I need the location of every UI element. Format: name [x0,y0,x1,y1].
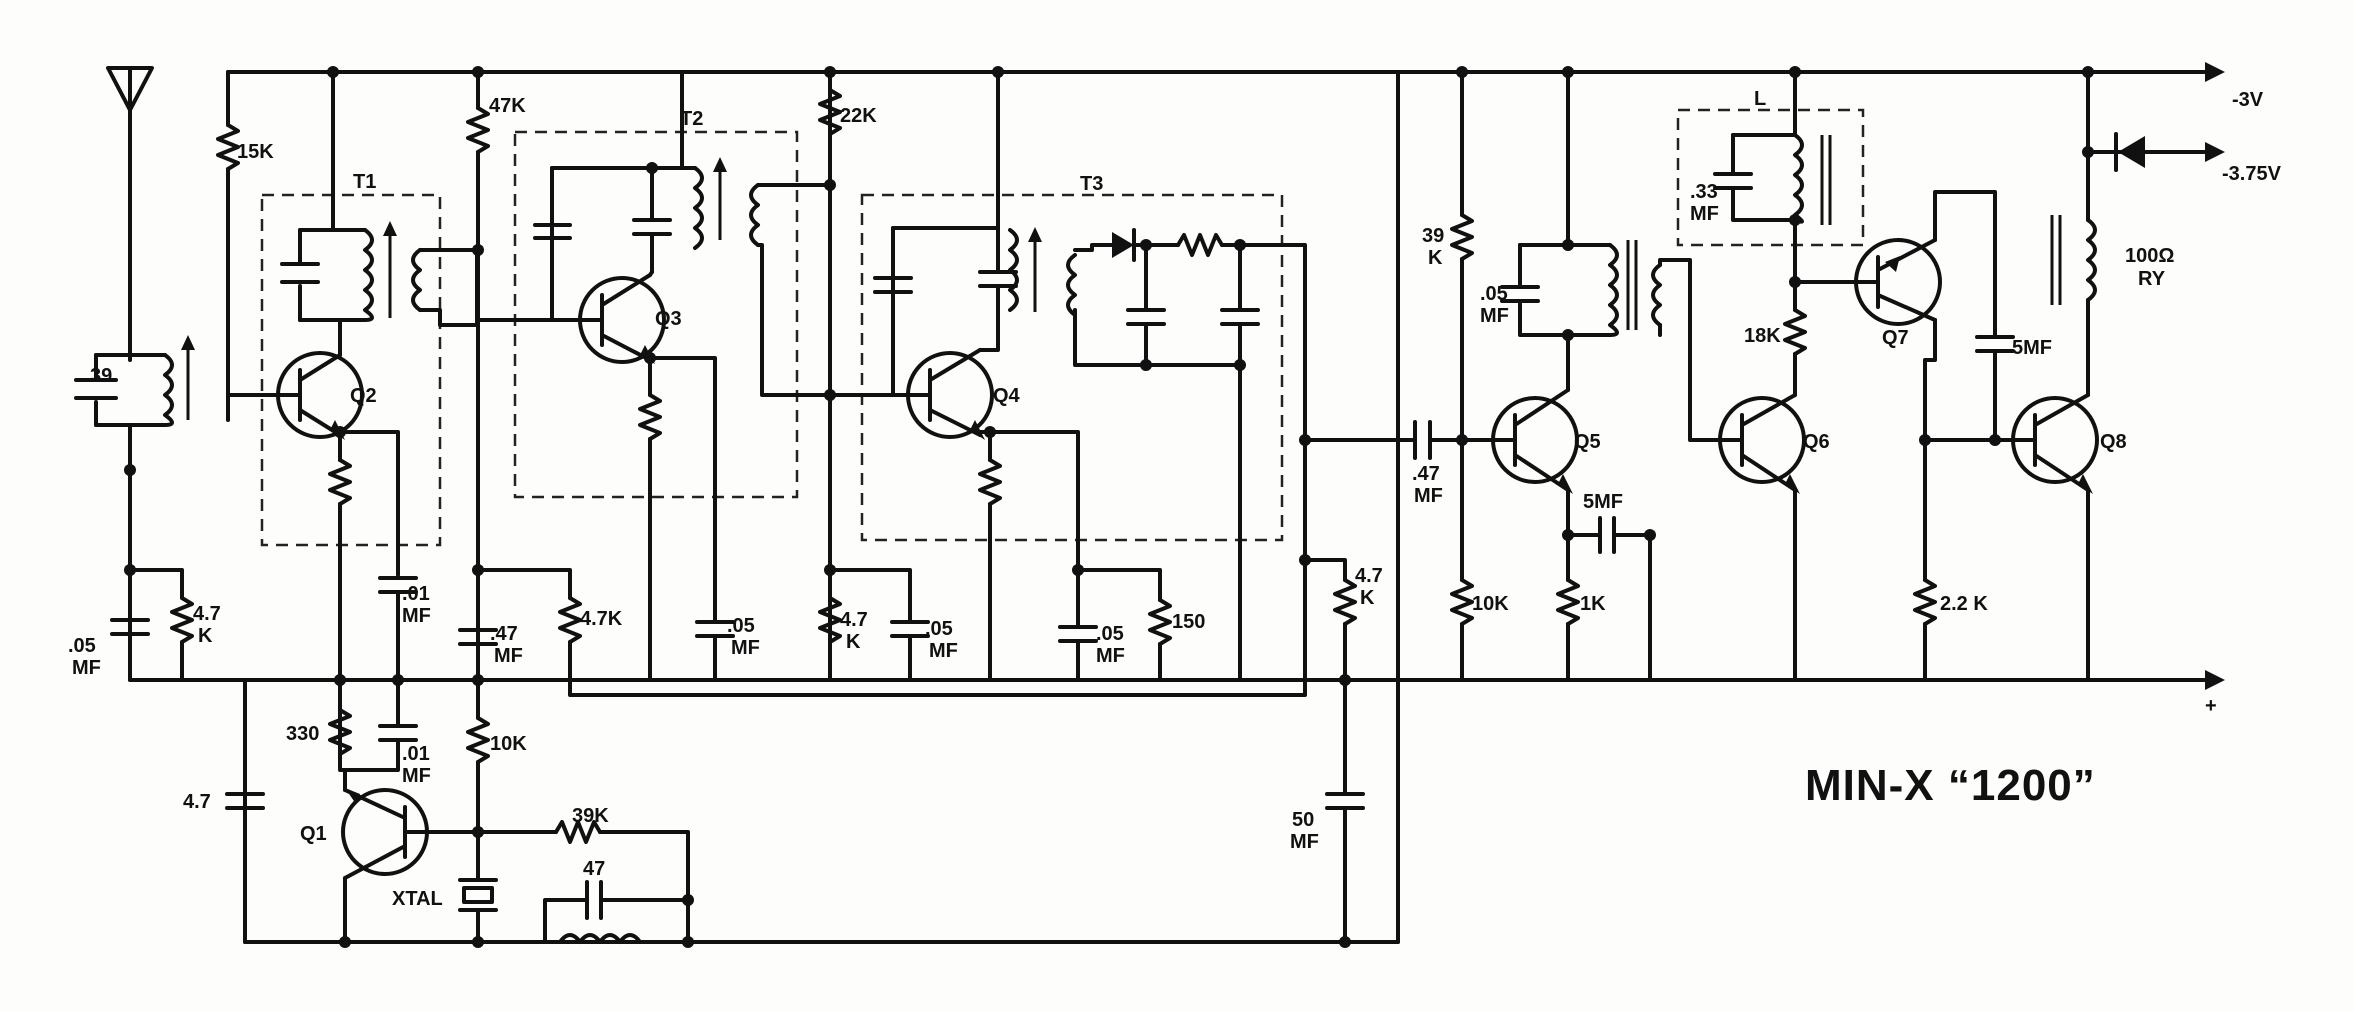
diode-icon [2118,136,2145,168]
label-r1k: 1K [1580,593,1606,615]
label-t2: T2 [680,108,703,130]
label-c33-value: .33 [1690,181,1718,203]
label-r47b: 4.7K [580,608,623,630]
label-t3: T3 [1080,173,1103,195]
t3-shield [860,193,1284,542]
antenna-icon [106,66,154,362]
label-c47b-unit: MF [1414,485,1443,507]
label-l: L [1754,88,1766,110]
transistor-q6 [1718,393,1806,494]
label-q6: Q6 [1803,431,1830,453]
label-15k: 15K [237,141,274,163]
label-c39: 39 [90,365,112,387]
detector-diode-icon [1112,232,1134,258]
positive-rail [128,670,2225,690]
label-c05e-unit: MF [1480,305,1509,327]
label-r47c-value: 4.7 [840,609,868,631]
label-xtal: XTAL [392,888,443,910]
label-c33-unit: MF [1690,203,1719,225]
label-r22k-b: 2.2 K [1940,593,1988,615]
label-c05b-value: .05 [727,615,755,637]
t2-shield [513,130,799,499]
label-c01b-unit: MF [402,765,431,787]
label-c05c-value: .05 [925,618,953,640]
label-q7: Q7 [1882,327,1909,349]
label-c01a-unit: MF [402,605,431,627]
label-c05d-unit: MF [1096,645,1125,667]
label-r39k-unit: K [1428,247,1443,269]
label-c47pf: 47 [583,858,605,880]
label-r150: 150 [1172,611,1205,633]
regulated-rail [2082,132,2225,172]
label-rail-positive: + [2205,695,2217,717]
label-q8: Q8 [2100,431,2127,453]
label-c05b-unit: MF [731,637,760,659]
label-r39k-b: 39K [572,805,609,827]
schematic-title: MIN-X “1200” [1805,761,2096,810]
label-r18k: 18K [1744,325,1781,347]
label-c05d-value: .05 [1096,623,1124,645]
transistor-q1 [341,788,480,880]
label-t1: T1 [353,171,376,193]
t1-shield [260,193,442,547]
crystal-icon [458,878,498,912]
label-c05a-value: .05 [68,635,96,657]
label-r47c-unit: K [846,631,861,653]
label-q3: Q3 [655,308,682,330]
label-c5mf-b: 5MF [2012,337,2052,359]
label-q5: Q5 [1574,431,1601,453]
label-q1: Q1 [300,823,327,845]
label-c01b-value: .01 [402,743,430,765]
label-22k: 22K [840,105,877,127]
label-rail-regulated: -3.75V [2222,163,2282,185]
label-r330: 330 [286,723,319,745]
label-ry-unit: RY [2138,268,2166,290]
label-r47d-unit: K [1360,587,1375,609]
label-c47b-value: .47 [1412,463,1440,485]
label-r39k-value: 39 [1422,225,1444,247]
label-rail-negative: -3V [2232,89,2264,111]
label-c47c: 4.7 [183,791,211,813]
label-r47d-value: 4.7 [1355,565,1383,587]
label-c05e-value: .05 [1480,283,1508,305]
label-c05a-unit: MF [72,657,101,679]
label-c50-unit: MF [1290,831,1319,853]
transistor-q5 [1491,388,1579,494]
label-c47a-unit: MF [494,645,523,667]
label-47k: 47K [489,95,526,117]
label-c47a-value: .47 [490,623,518,645]
transistor-q8 [2011,393,2099,494]
label-ry-value: 100Ω [2125,245,2174,267]
label-r47a-unit: K [198,625,213,647]
label-c01a-value: .01 [402,583,430,605]
label-c5mf-a: 5MF [1583,491,1623,513]
negative-rail [226,62,2225,82]
transistor-q7 [1854,238,1942,326]
label-c50-value: 50 [1292,809,1314,831]
label-c05c-unit: MF [929,640,958,662]
label-r10k-b: 10K [490,733,527,755]
label-r10k-a: 10K [1472,593,1509,615]
label-q4: Q4 [993,385,1021,407]
label-r47a-value: 4.7 [193,603,221,625]
label-q2: Q2 [350,385,377,407]
